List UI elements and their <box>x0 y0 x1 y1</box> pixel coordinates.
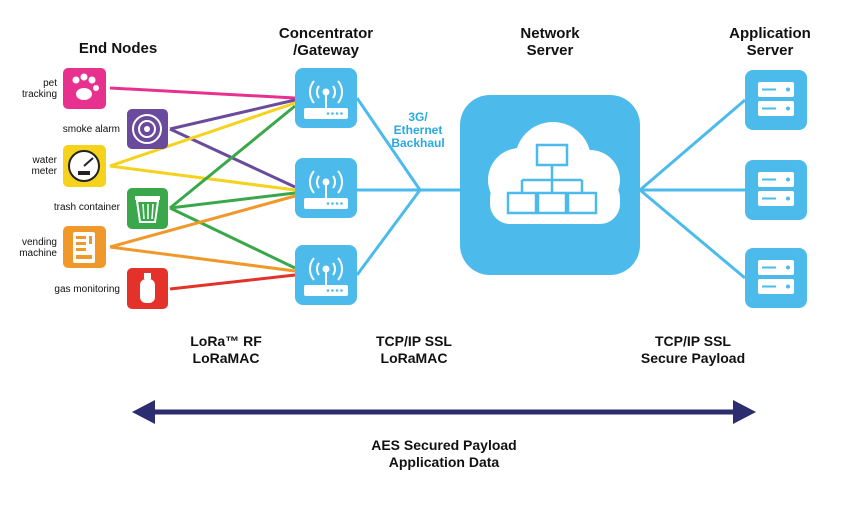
header-network-server: Network Server <box>480 25 620 59</box>
header-network-line1: Network <box>520 25 580 42</box>
app-server-1 <box>745 70 807 130</box>
server-icon <box>758 172 794 206</box>
lora-line2: LoRaMAC <box>192 350 260 366</box>
header-gateway-line2: /Gateway <box>293 42 359 59</box>
header-application-server: Application Server <box>700 25 840 59</box>
aes-double-arrow <box>132 400 756 424</box>
header-gateway-line1: Concentrator <box>278 25 374 42</box>
label-gas-monitoring: gas monitoring <box>54 284 120 295</box>
header-network-line2: Server <box>526 42 574 59</box>
tcp1-line1: TCP/IP SSL <box>376 333 452 349</box>
link-vending-gw2 <box>109 194 296 249</box>
label-trash-container: trash container <box>53 202 120 213</box>
vending-icon <box>63 226 106 268</box>
label-pet-line2: tracking <box>21 89 57 100</box>
gateway-2 <box>295 158 357 218</box>
label-smoke-alarm: smoke alarm <box>62 124 120 135</box>
rf-links <box>109 86 296 291</box>
app-server-2 <box>745 160 807 220</box>
trash-icon <box>127 188 168 229</box>
label-vending-line2: machine <box>19 248 57 259</box>
meter-icon <box>63 145 106 187</box>
header-app-line1: Application <box>729 25 811 42</box>
gas-icon <box>127 268 168 309</box>
link-smoke-gw1 <box>169 98 296 131</box>
label-tcpip-secure-payload: TCP/IP SSL Secure Payload <box>593 333 793 367</box>
tcp1-line2: LoRaMAC <box>380 350 448 366</box>
link-trash-gw3 <box>169 206 296 270</box>
aes-line2: Application Data <box>388 454 500 470</box>
network-topology-icon <box>506 143 598 215</box>
label-vending-line1: vending <box>21 237 57 248</box>
label-lora-rf: LoRa™ RF LoRaMAC <box>126 333 326 367</box>
link-meter-gw2 <box>109 164 296 192</box>
server-icon <box>758 82 794 116</box>
link-gas-gw3 <box>169 273 296 291</box>
tcp2-line1: TCP/IP SSL <box>655 333 731 349</box>
label-pet-tracking: pet tracking <box>0 78 57 100</box>
label-water-line1: water <box>32 155 57 166</box>
label-water-meter: water meter <box>0 155 57 177</box>
gateway-1 <box>295 68 357 128</box>
aes-line1: AES Secured Payload <box>371 437 517 453</box>
header-app-line2: Server <box>746 42 794 59</box>
router-icon <box>309 257 343 285</box>
backhaul-line1: 3G/ <box>408 110 428 124</box>
link-pet-gw1 <box>109 86 296 100</box>
router-icon <box>309 170 343 198</box>
label-aes-payload: AES Secured Payload Application Data <box>344 437 544 471</box>
link-vending-gw3 <box>109 245 296 273</box>
label-tcpip-loramac: TCP/IP SSL LoRaMAC <box>314 333 514 367</box>
network-server <box>460 95 640 275</box>
label-water-line2: meter <box>31 166 57 177</box>
header-gateway: Concentrator /Gateway <box>256 25 396 59</box>
link-trash-gw1 <box>169 104 296 210</box>
backhaul-line3: Backhaul <box>391 136 445 150</box>
paw-icon <box>63 68 106 109</box>
lora-line1: LoRa™ RF <box>190 333 262 349</box>
router-icon <box>309 80 343 108</box>
header-end-nodes: End Nodes <box>78 40 158 57</box>
gateway-3 <box>295 245 357 305</box>
tcp2-line2: Secure Payload <box>640 350 746 366</box>
backhaul-links <box>355 97 746 280</box>
link-meter-gw1 <box>109 101 296 168</box>
backhaul-line2: Ethernet <box>393 123 443 137</box>
label-vending-machine: vending machine <box>0 237 57 259</box>
gateways <box>295 68 357 305</box>
application-servers <box>745 70 807 308</box>
smoke-alarm-icon <box>127 109 168 149</box>
server-icon <box>758 260 794 294</box>
app-server-3 <box>745 248 807 308</box>
link-trash-gw2 <box>169 191 296 210</box>
label-pet-line1: pet <box>43 78 57 89</box>
backhaul-label: 3G/ Ethernet Backhaul <box>378 111 458 150</box>
